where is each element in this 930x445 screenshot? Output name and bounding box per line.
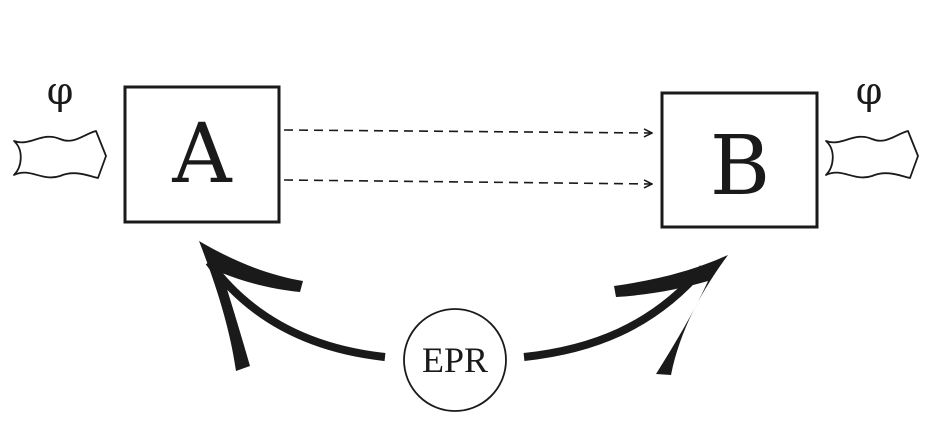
classical-channel-bottom-arrow xyxy=(283,179,652,184)
box-a-label: A xyxy=(171,107,233,202)
classical-channel-top-arrow xyxy=(283,130,652,133)
box-a xyxy=(123,85,281,224)
epr-label: EPR xyxy=(422,340,488,380)
entanglement-arrowhead-b-icon xyxy=(614,255,728,375)
output-wavy-arrow-icon xyxy=(825,130,919,179)
input-phi-label: φ xyxy=(47,69,74,113)
box-b xyxy=(660,91,819,229)
epr-source-circle xyxy=(403,308,507,412)
output-phi-label: φ xyxy=(856,69,883,113)
entanglement-arrowhead-a-icon xyxy=(199,241,303,371)
entanglement-arrow-to-a xyxy=(205,259,386,361)
entanglement-arrow-to-b xyxy=(523,265,707,361)
input-wavy-arrow-icon xyxy=(13,130,107,179)
box-b-label: B xyxy=(710,119,770,214)
